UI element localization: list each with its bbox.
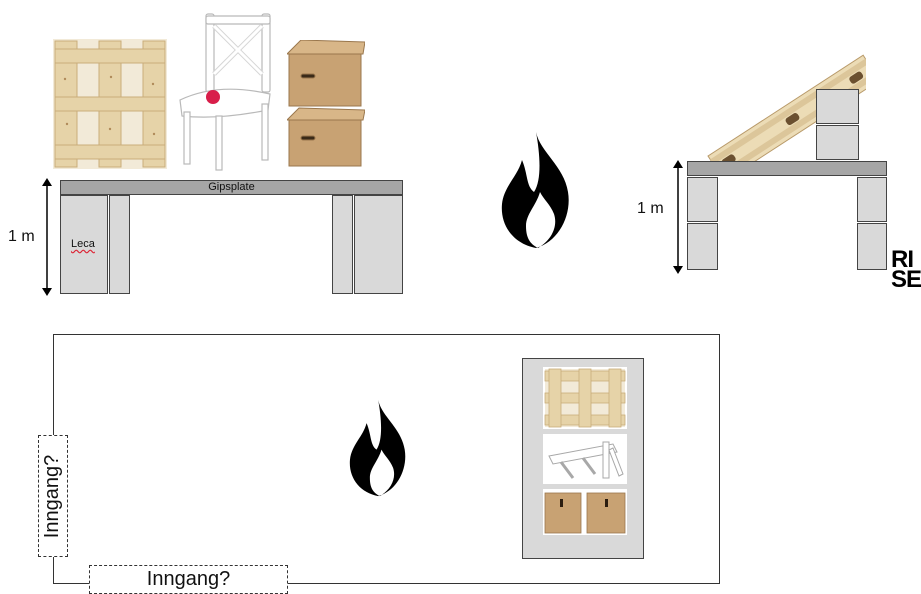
pallet-icon bbox=[543, 367, 627, 429]
gypsum-plate bbox=[687, 161, 887, 176]
chair-marker bbox=[206, 90, 220, 104]
leca-block bbox=[857, 223, 887, 270]
entrance-bottom-label: Inngang? bbox=[147, 568, 230, 591]
entrance-bottom: Inngang? bbox=[89, 565, 288, 594]
storage-area bbox=[522, 358, 644, 559]
leca-block bbox=[687, 223, 718, 270]
leca-block bbox=[687, 177, 718, 222]
cardboard-box-icon bbox=[287, 40, 365, 168]
height-label: 1 m bbox=[8, 228, 35, 246]
leca-block bbox=[109, 195, 130, 294]
leca-block: Leca bbox=[60, 195, 108, 294]
leca-label: Leca bbox=[71, 238, 95, 250]
leca-block bbox=[332, 195, 353, 294]
rise-logo: RI SE bbox=[891, 250, 921, 290]
entrance-left-label: Inngang? bbox=[42, 454, 65, 537]
cardboard-box-icon bbox=[543, 489, 627, 535]
support-block bbox=[816, 89, 859, 124]
chair-icon bbox=[178, 12, 276, 172]
entrance-left: Inngang? bbox=[38, 435, 68, 557]
gypsum-plate-label: Gipsplate bbox=[208, 181, 254, 193]
leca-block bbox=[354, 195, 403, 294]
height-arrow bbox=[671, 160, 685, 274]
flame-icon bbox=[496, 130, 578, 250]
height-label: 1 m bbox=[637, 200, 664, 218]
pallet-icon bbox=[53, 39, 167, 169]
flame-icon bbox=[345, 398, 413, 498]
logo-line-2: SE bbox=[891, 270, 921, 290]
support-block bbox=[816, 125, 859, 160]
gypsum-plate: Gipsplate bbox=[60, 180, 403, 195]
leca-block bbox=[857, 177, 887, 222]
chair-icon bbox=[543, 434, 627, 484]
height-arrow bbox=[40, 178, 54, 296]
